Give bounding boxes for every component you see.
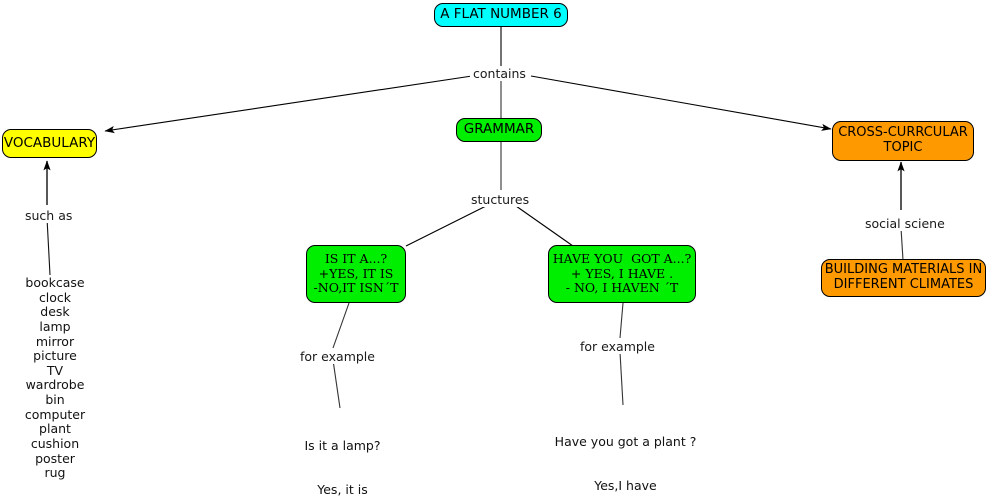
- edge-for-example-right-to-example: [619, 351, 624, 406]
- structure-left-line2: +YES, IT IS: [318, 265, 394, 281]
- example-right-line1: Have you got a plant ?: [554, 433, 697, 449]
- list-item: cushion: [30, 435, 80, 451]
- structure-right-line3: - NO, I HAVEN ´T: [565, 280, 679, 296]
- list-item: lamp: [39, 318, 71, 334]
- building-materials-label-line2: DIFFERENT CLIMATES: [833, 277, 974, 292]
- edge-contains-to-vocabulary: [104, 75, 473, 134]
- list-item: TV: [46, 362, 64, 378]
- list-item: mirror: [35, 333, 75, 349]
- example-right-line2: Yes,I have: [594, 477, 657, 493]
- edge-label-such-as: such as: [22, 208, 76, 223]
- list-item: bin: [45, 392, 65, 407]
- edge-stuctures-to-structure-left: [405, 205, 487, 247]
- list-item: poster: [35, 450, 75, 466]
- vocabulary-item-list: bookcase clock desk lamp mirror picture …: [0, 275, 110, 481]
- building-materials-label-line1: BUILDING MATERIALS IN: [824, 262, 983, 278]
- edge-structure-left-to-for-example: [332, 302, 350, 349]
- node-cross-curricular-topic[interactable]: CROSS-CURRCULAR TOPIC: [832, 121, 974, 161]
- edge-vocabulary-list-to-such-as: [46, 217, 51, 276]
- node-structure-right[interactable]: HAVE YOU GOT A...? + YES, I HAVE . - NO,…: [548, 245, 696, 303]
- structure-right-line1: HAVE YOU GOT A...?: [552, 251, 692, 267]
- edge-label-social-sciene: social sciene: [862, 216, 948, 231]
- edge-label-for-example-right: for example: [577, 339, 658, 354]
- edge-label-stuctures: stuctures: [468, 192, 533, 207]
- edge-label-for-example-left: for example: [297, 349, 378, 364]
- structure-left-line1: IS IT A...?: [324, 251, 388, 267]
- list-item: bookcase: [25, 275, 85, 290]
- node-vocabulary[interactable]: VOCABULARY: [2, 129, 97, 158]
- node-root-topic[interactable]: A FLAT NUMBER 6: [434, 3, 568, 27]
- list-item: clock: [38, 289, 72, 305]
- example-right-text: Have you got a plant ? Yes,I have: [543, 405, 708, 504]
- edge-for-example-left-to-example: [332, 359, 341, 409]
- structure-left-line3: -NO,IT ISN´T: [313, 280, 399, 296]
- edge-stuctures-to-structure-right: [515, 205, 574, 247]
- example-left-line1: Is it a lamp?: [304, 437, 381, 453]
- edge-contains-to-cross-curricular: [530, 75, 832, 131]
- node-root-label: A FLAT NUMBER 6: [440, 6, 562, 23]
- node-vocabulary-label: VOCABULARY: [3, 134, 96, 151]
- node-building-materials[interactable]: BUILDING MATERIALS IN DIFFERENT CLIMATES: [821, 259, 986, 297]
- node-grammar[interactable]: GRAMMAR: [456, 118, 542, 142]
- node-grammar-label: GRAMMAR: [463, 121, 535, 138]
- list-item: picture: [33, 348, 77, 364]
- list-item: rug: [44, 465, 66, 481]
- list-item: plant: [39, 421, 71, 437]
- edge-structure-right-to-for-example: [619, 302, 624, 339]
- edge-building-materials-to-social-sciene: [900, 227, 904, 261]
- example-left-line2: Yes, it is: [317, 481, 368, 497]
- node-cross-curricular-label-line1: CROSS-CURRCULAR: [838, 125, 968, 141]
- node-structure-left[interactable]: IS IT A...? +YES, IT IS -NO,IT ISN´T: [306, 245, 406, 303]
- list-item: wardrobe: [25, 377, 85, 393]
- edge-label-contains: contains: [470, 66, 529, 81]
- example-left-text: Is it a lamp? Yes, it is: [280, 409, 405, 504]
- list-item: computer: [24, 406, 86, 422]
- node-cross-curricular-label-line2: TOPIC: [883, 140, 923, 155]
- structure-right-line2: + YES, I HAVE .: [570, 265, 674, 281]
- list-item: desk: [40, 304, 70, 320]
